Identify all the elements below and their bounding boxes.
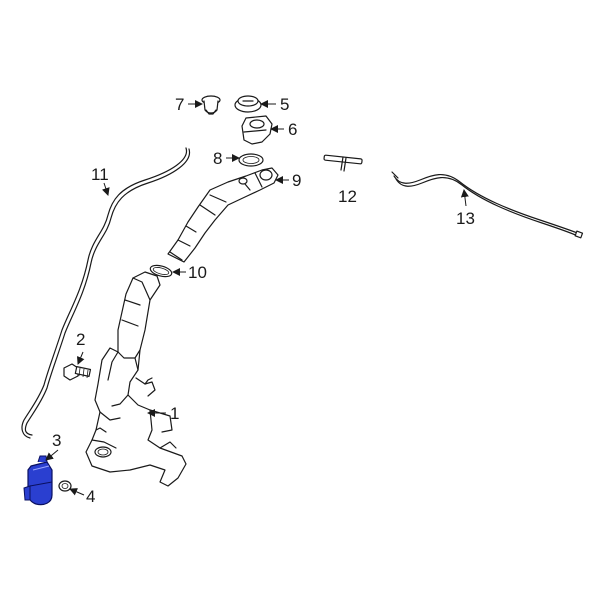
- seal-ring[interactable]: [238, 153, 264, 167]
- callout-12: 12: [338, 187, 357, 206]
- short-tube[interactable]: [323, 154, 363, 172]
- washer-pump[interactable]: [23, 455, 53, 506]
- callout-label-1: 1: [170, 404, 179, 423]
- callout-label-5: 5: [280, 95, 289, 114]
- callout-label-12: 12: [338, 187, 357, 206]
- callout-label-6: 6: [288, 120, 297, 139]
- washer-hose-left[interactable]: [21, 147, 191, 439]
- callout-label-10: 10: [188, 263, 207, 282]
- filler-neck[interactable]: [167, 167, 279, 263]
- callout-11: 11: [91, 165, 110, 196]
- callout-label-11: 11: [91, 165, 109, 184]
- callout-label-8: 8: [213, 149, 222, 168]
- callouts: 1 2 3 4 5 6 7 8: [45, 95, 475, 506]
- grommet[interactable]: [201, 95, 221, 115]
- callout-label-4: 4: [86, 487, 95, 506]
- filler-cap[interactable]: [234, 95, 262, 113]
- cap-body[interactable]: [241, 115, 273, 145]
- washer-reservoir[interactable]: [85, 271, 187, 487]
- callout-label-7: 7: [175, 95, 184, 114]
- callout-3: 3: [45, 431, 61, 461]
- callout-4: 4: [69, 487, 95, 506]
- callout-10: 10: [172, 263, 207, 282]
- callout-label-2: 2: [76, 330, 85, 349]
- callout-8: 8: [213, 149, 240, 168]
- o-ring[interactable]: [149, 263, 173, 278]
- callout-label-9: 9: [292, 171, 301, 190]
- callout-label-3: 3: [52, 431, 61, 450]
- callout-1: 1: [147, 404, 179, 423]
- callout-6: 6: [270, 120, 297, 139]
- callout-7: 7: [175, 95, 203, 114]
- callout-2: 2: [76, 330, 85, 365]
- callout-13: 13: [456, 189, 475, 228]
- callout-9: 9: [275, 171, 301, 190]
- callout-label-13: 13: [456, 209, 475, 228]
- washer-hose-right[interactable]: [391, 171, 584, 239]
- pump-grommet[interactable]: [58, 480, 72, 492]
- bolt[interactable]: [63, 363, 92, 381]
- callout-5: 5: [260, 95, 289, 114]
